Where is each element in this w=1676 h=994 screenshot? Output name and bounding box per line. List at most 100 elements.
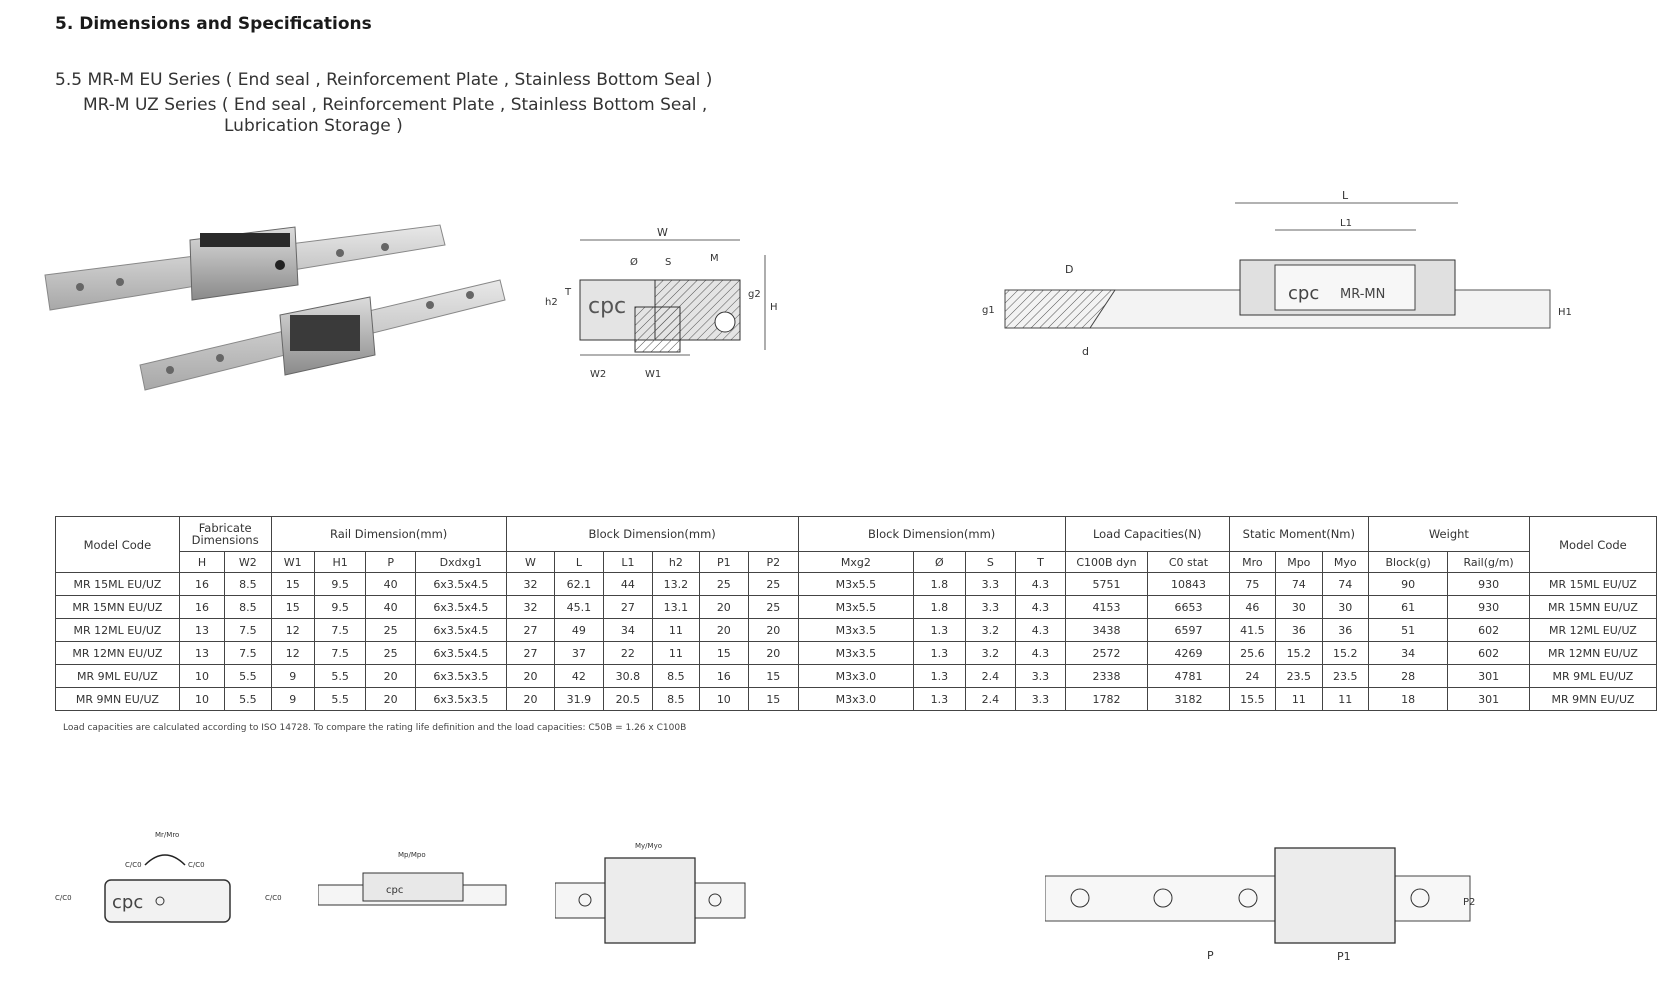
table-cell: 301 [1447,664,1530,688]
table-cell: 37 [554,641,604,665]
table-cell: 27 [505,618,556,642]
sub-header: C100B dyn [1064,551,1149,573]
table-cell: 7.5 [313,641,367,665]
table-cell: 42 [554,664,604,688]
table-cell: M3x5.5 [797,572,915,596]
table-cell: MR 15ML EU/UZ [1528,572,1658,596]
table-cell: MR 12ML EU/UZ [1528,618,1658,642]
table-cell: 2.4 [964,664,1017,688]
cross-section-diagram: W cpc Ø S M h2 T g2 H W2 W1 [545,226,778,380]
label-W1: W1 [645,369,661,380]
sub-header: Mpo [1275,551,1323,573]
table-cell: 10 [698,687,750,711]
sub-header: P2 [748,551,799,573]
label-c0-right: C/C0 [188,861,205,869]
table-cell: 62.1 [554,572,604,596]
table-cell: 11 [652,641,700,665]
specification-table: Model Code Fabricate Dimensions Rail Dim… [55,516,1658,711]
table-cell: 23.5 [1275,664,1323,688]
table-cell: 23.5 [1321,664,1369,688]
table-cell: 28 [1367,664,1449,688]
table-cell: 3.3 [1015,687,1066,711]
table-cell: 3182 [1147,687,1230,711]
table-cell: 30 [1321,595,1369,619]
table-cell: 5.5 [224,664,272,688]
table-cell: 90 [1367,572,1449,596]
table-cell: MR 15MN EU/UZ [55,595,180,619]
group-moment: Static Moment(Nm) [1228,516,1369,552]
load-direction-diagram: Mr/Mro C/C0 C/C0 C/C0 C/C0 cpc [55,831,282,923]
table-cell: 46 [1228,595,1277,619]
table-cell: 3438 [1064,618,1149,642]
table-cell: 5.5 [224,687,272,711]
table-cell: 20 [505,687,556,711]
table-cell: 27 [505,641,556,665]
label-c0-far-left: C/C0 [55,894,72,902]
table-cell: 3.3 [964,595,1017,619]
sub-header: W1 [270,551,315,573]
block-brand: cpc [1288,283,1319,304]
table-cell: 6x3.5x4.5 [414,572,507,596]
table-cell: 25 [748,572,799,596]
sub-header: Ø [913,551,966,573]
label-h2: h2 [545,297,558,308]
table-cell: 30.8 [602,664,654,688]
table-cell: 27 [602,595,654,619]
pitch-brand: cpc [386,885,403,896]
table-cell: 8.5 [652,687,700,711]
table-cell: 2572 [1064,641,1149,665]
table-cell: 3.3 [964,572,1017,596]
block-mark: MR-MN [1340,287,1385,302]
table-cell: 15.2 [1275,641,1323,665]
table-cell: 20.5 [602,687,654,711]
col-model-code-right: Model Code [1528,516,1658,573]
table-cell: MR 15MN EU/UZ [1528,595,1658,619]
sub-header: W [505,551,556,573]
label-M: M [710,253,719,264]
table-cell: 8.5 [224,595,272,619]
group-block-2: Block Dimension(mm) [797,516,1066,552]
sub-header: W2 [224,551,272,573]
table-cell: 602 [1447,618,1530,642]
table-cell: 12 [270,641,315,665]
sub-header: Block(g) [1367,551,1449,573]
label-my: My/Myo [635,842,662,850]
table-cell: 3.2 [964,618,1017,642]
table-cell: 15 [698,641,750,665]
pitch-moment-diagram: Mp/Mpo cpc [318,851,507,906]
table-cell: 51 [1367,618,1449,642]
table-cell: 1782 [1064,687,1149,711]
table-cell: 15 [270,572,315,596]
section-title: 5. Dimensions and Specifications [55,14,372,34]
table-cell: 22 [602,641,654,665]
side-view-diagram: L L1 cpc MR-MN D g1 d H1 [982,189,1572,358]
table-cell: 9.5 [313,572,367,596]
table-cell: 11 [652,618,700,642]
table-cell: 25 [365,641,416,665]
table-cell: 10 [178,664,226,688]
sub-header: C0 stat [1147,551,1230,573]
table-cell: 16 [698,664,750,688]
table-cell: 34 [1367,641,1449,665]
table-cell: 36 [1321,618,1369,642]
table-cell: 930 [1447,572,1530,596]
group-load: Load Capacities(N) [1064,516,1230,552]
table-cell: 12 [270,618,315,642]
table-cell: 20 [698,618,750,642]
table-cell: MR 9ML EU/UZ [55,664,180,688]
table-cell: 5.5 [313,687,367,711]
table-cell: 40 [365,572,416,596]
table-cell: 2.4 [964,687,1017,711]
label-T: T [564,287,572,298]
label-g2: g2 [748,289,761,300]
table-cell: 15 [748,687,799,711]
label-P2: P2 [1463,897,1475,908]
table-cell: MR 9ML EU/UZ [1528,664,1658,688]
table-cell: 5.5 [313,664,367,688]
table-cell: 3.3 [1015,664,1066,688]
label-g1: g1 [982,305,995,316]
moment-brand: cpc [112,892,143,913]
table-cell: 8.5 [652,664,700,688]
sub-header: Mro [1228,551,1277,573]
label-W: W [657,226,668,239]
